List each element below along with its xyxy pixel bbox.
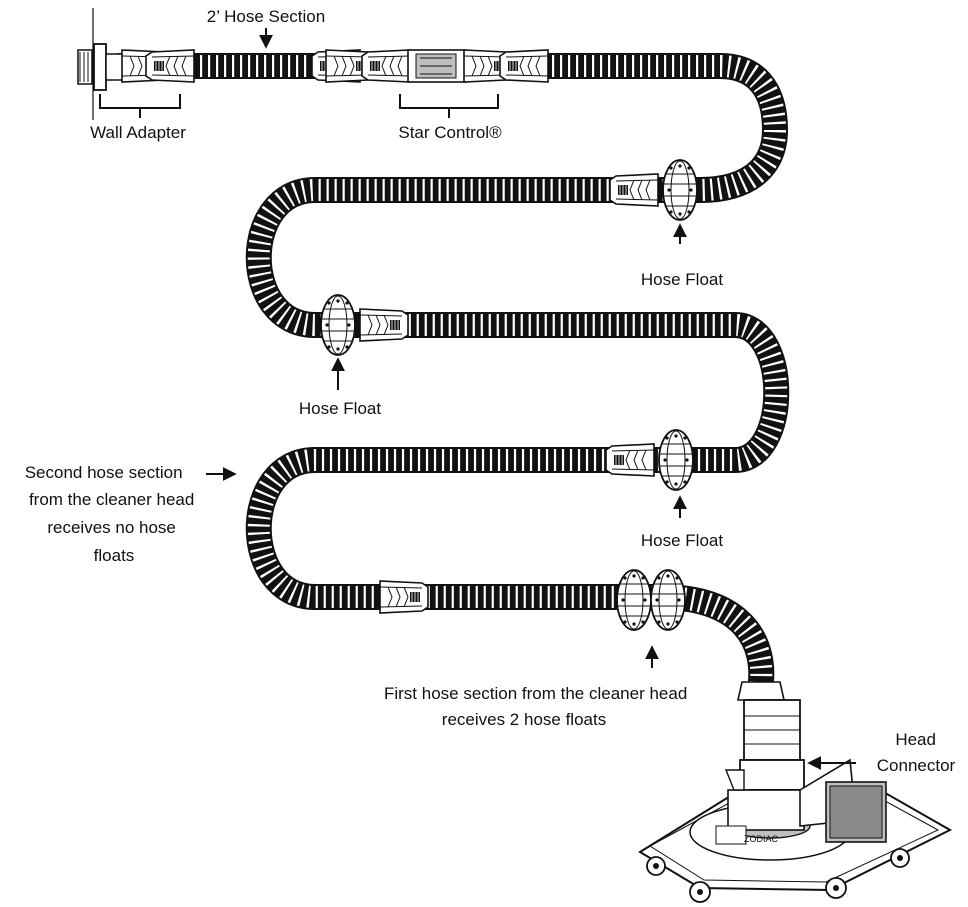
connector [380,581,428,613]
connector [606,444,654,476]
label-star-control: Star Control® [398,123,502,142]
hose-float [651,570,685,630]
label-hose-float: Hose Float [641,270,723,289]
hose-float [659,430,693,490]
hose-float [321,295,355,355]
hose-float [617,570,651,630]
label-first-hose-section: First hose section from the cleaner head… [384,684,692,729]
star-control-bracket [400,94,498,108]
label-head-connector: Head Connector [877,730,956,775]
head-connector [738,682,804,800]
label-hose-float: Hose Float [299,399,381,418]
hose-float [663,160,697,220]
label-2ft-hose-section: 2’ Hose Section [207,7,325,26]
label-second-hose-section: Second hose section from the cleaner hea… [25,463,199,565]
star-control-valve [362,50,548,82]
connector [610,174,658,206]
connector [360,309,408,341]
wall-adapter-bracket [100,94,180,108]
label-wall-adapter: Wall Adapter [90,123,186,142]
label-hose-float: Hose Float [641,531,723,550]
brand-mark: ZODIAC [744,834,779,844]
wall-adapter [78,44,194,90]
